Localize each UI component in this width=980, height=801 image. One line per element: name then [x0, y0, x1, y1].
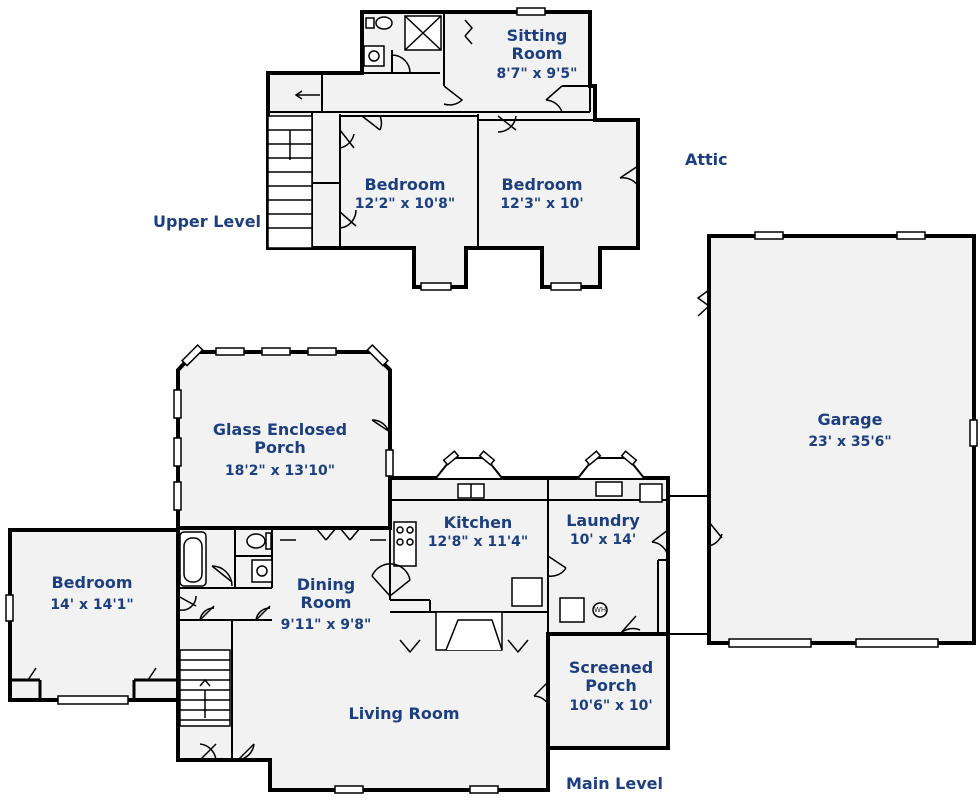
- main-level-label: Main Level: [566, 774, 663, 793]
- main-doors: [27, 419, 669, 761]
- screened-porch-label: Screened Porch 10'6" x 10': [558, 658, 664, 714]
- kitchen-name: Kitchen: [443, 513, 513, 532]
- living-room-label: Living Room: [336, 704, 472, 723]
- kitchen-label: Kitchen 12'8" x 11'4": [418, 513, 538, 551]
- upper-bedroom-2-dims: 12'3" x 10': [500, 196, 584, 213]
- dining-room-name-2: Room: [300, 593, 352, 613]
- kitchen-dims: 12'8" x 11'4": [427, 534, 529, 551]
- screened-porch-outline: [546, 632, 670, 750]
- main-bedroom-label: Bedroom 14' x 14'1": [40, 573, 144, 614]
- garage-name: Garage: [817, 410, 883, 429]
- upper-bedroom-1-label: Bedroom 12'2" x 10'8": [346, 175, 464, 213]
- dining-room-label: Dining Room 9'11" x 9'8": [280, 575, 372, 633]
- sitting-room-dims: 8'7" x 9'5": [496, 65, 578, 82]
- garage-doors: [696, 289, 723, 547]
- screened-porch-name-2: Porch: [585, 676, 637, 696]
- garage-dims: 23' x 35'6": [808, 434, 892, 451]
- garage-label: Garage 23' x 35'6": [790, 410, 910, 451]
- screened-porch-dims: 10'6" x 10': [569, 697, 653, 714]
- upper-bedroom-1-dims: 12'2" x 10'8": [354, 196, 456, 213]
- main-windows: [5, 344, 638, 794]
- laundry-dims: 10' x 14': [569, 532, 637, 549]
- living-room-name: Living Room: [348, 704, 460, 723]
- sitting-room-name-1: Sitting: [506, 26, 568, 45]
- upper-stairs: [267, 90, 320, 249]
- bay-windows: [435, 457, 645, 479]
- upper-doors: [339, 19, 639, 229]
- upper-windows: [420, 7, 582, 291]
- main-bedroom-dims: 14' x 14'1": [50, 597, 134, 614]
- dining-room-name-1: Dining: [296, 575, 356, 594]
- kitchen-fixtures: [393, 481, 663, 651]
- garage-outline: [707, 234, 976, 645]
- glass-porch-name-1: Glass Enclosed: [212, 420, 348, 439]
- water-heater-label: WH: [594, 606, 607, 614]
- laundry-label: Laundry 10' x 14': [558, 511, 648, 549]
- upper-level-label: Upper Level: [153, 212, 262, 231]
- glass-porch-name-2: Porch: [254, 438, 306, 458]
- sitting-room-name-2: Room: [511, 44, 563, 64]
- main-bath-fixtures: [179, 531, 273, 587]
- breezeway-walls: [668, 495, 709, 635]
- sitting-room-label: Sitting Room 8'7" x 9'5": [488, 26, 586, 82]
- main-bedroom-name: Bedroom: [51, 573, 133, 592]
- garage-windows: [728, 231, 978, 648]
- laundry-name: Laundry: [566, 511, 640, 530]
- main-bedroom-outline: [8, 528, 180, 702]
- attic-label: Attic: [685, 150, 728, 169]
- screened-porch-name-1: Screened: [568, 658, 654, 677]
- upper-bedroom-2-name: Bedroom: [501, 175, 583, 194]
- upper-bedroom-1-name: Bedroom: [364, 175, 446, 194]
- main-stairs: [179, 649, 231, 727]
- upper-bath-fixtures: [363, 15, 442, 67]
- upper-bedroom-2-label: Bedroom 12'3" x 10': [490, 175, 594, 213]
- glass-porch-label: Glass Enclosed Porch 18'2" x 13'10": [205, 420, 355, 479]
- dining-room-dims: 9'11" x 9'8": [280, 616, 372, 633]
- glass-porch-dims: 18'2" x 13'10": [224, 462, 336, 479]
